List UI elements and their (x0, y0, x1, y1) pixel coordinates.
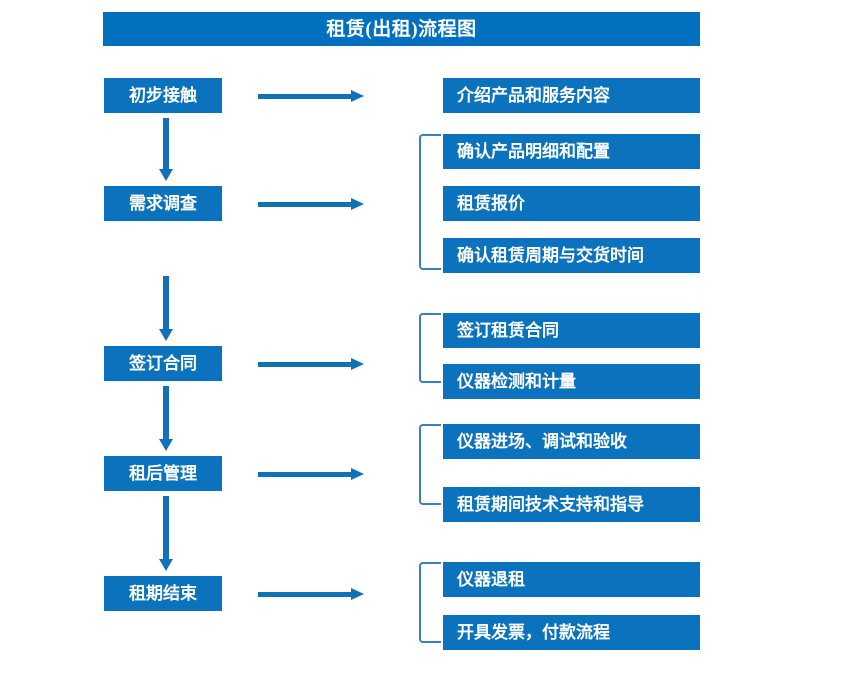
stage-box-1[interactable]: 初步接触 (104, 78, 222, 113)
down-arrow-2 (159, 276, 173, 341)
task-box-5[interactable]: 签订租赁合同 (443, 313, 700, 348)
task-label: 仪器退租 (457, 570, 525, 589)
group-bracket-2 (419, 313, 441, 383)
task-label: 开具发票，付款流程 (457, 623, 610, 642)
task-label: 介绍产品和服务内容 (457, 86, 610, 105)
right-arrow-3 (258, 358, 364, 370)
task-box-3[interactable]: 租赁报价 (443, 186, 700, 221)
chart-title: 租赁(出租)流程图 (326, 18, 477, 40)
group-bracket-4 (419, 562, 441, 643)
task-box-6[interactable]: 仪器检测和计量 (443, 364, 700, 399)
arrow-shaft (163, 276, 169, 330)
stage-label: 租期结束 (129, 584, 197, 603)
right-arrow-5 (258, 588, 364, 600)
task-label: 租赁期间技术支持和指导 (457, 495, 644, 514)
down-arrow-4 (159, 496, 173, 571)
stage-box-2[interactable]: 需求调查 (104, 186, 222, 221)
down-arrow-3 (159, 386, 173, 451)
arrow-shaft (258, 202, 352, 207)
arrow-shaft (258, 94, 352, 99)
arrow-head (351, 468, 364, 480)
stage-box-5[interactable]: 租期结束 (104, 576, 222, 611)
arrow-shaft (163, 386, 169, 440)
arrow-head (159, 559, 173, 571)
stage-label: 初步接触 (129, 86, 197, 105)
arrow-head (351, 198, 364, 210)
arrow-shaft (258, 472, 352, 477)
task-box-2[interactable]: 确认产品明细和配置 (443, 134, 700, 169)
group-bracket-3 (419, 424, 441, 505)
arrow-head (351, 90, 364, 102)
stage-box-3[interactable]: 签订合同 (104, 346, 222, 381)
stage-label: 签订合同 (129, 354, 197, 373)
stage-box-4[interactable]: 租后管理 (104, 456, 222, 491)
arrow-head (351, 358, 364, 370)
right-arrow-4 (258, 468, 364, 480)
arrow-shaft (258, 362, 352, 367)
right-arrow-2 (258, 198, 364, 210)
arrow-shaft (163, 496, 169, 560)
right-arrow-1 (258, 90, 364, 102)
task-box-1[interactable]: 介绍产品和服务内容 (443, 78, 700, 113)
task-label: 确认产品明细和配置 (457, 142, 610, 161)
task-label: 签订租赁合同 (457, 321, 559, 340)
task-label: 确认租赁周期与交货时间 (457, 246, 644, 265)
task-box-10[interactable]: 开具发票，付款流程 (443, 615, 700, 650)
task-label: 租赁报价 (457, 194, 525, 213)
group-bracket-1 (419, 134, 441, 270)
arrow-head (159, 439, 173, 451)
arrow-shaft (163, 118, 169, 170)
task-box-9[interactable]: 仪器退租 (443, 562, 700, 597)
arrow-head (351, 588, 364, 600)
chart-title-bar: 租赁(出租)流程图 (103, 12, 700, 46)
down-arrow-1 (159, 118, 173, 181)
task-box-7[interactable]: 仪器进场、调试和验收 (443, 424, 700, 459)
arrow-shaft (258, 592, 352, 597)
task-label: 仪器检测和计量 (457, 372, 576, 391)
task-box-8[interactable]: 租赁期间技术支持和指导 (443, 487, 700, 522)
task-label: 仪器进场、调试和验收 (457, 432, 627, 451)
arrow-head (159, 329, 173, 341)
stage-label: 需求调查 (129, 194, 197, 213)
task-box-4[interactable]: 确认租赁周期与交货时间 (443, 238, 700, 273)
arrow-head (159, 169, 173, 181)
stage-label: 租后管理 (129, 464, 197, 483)
